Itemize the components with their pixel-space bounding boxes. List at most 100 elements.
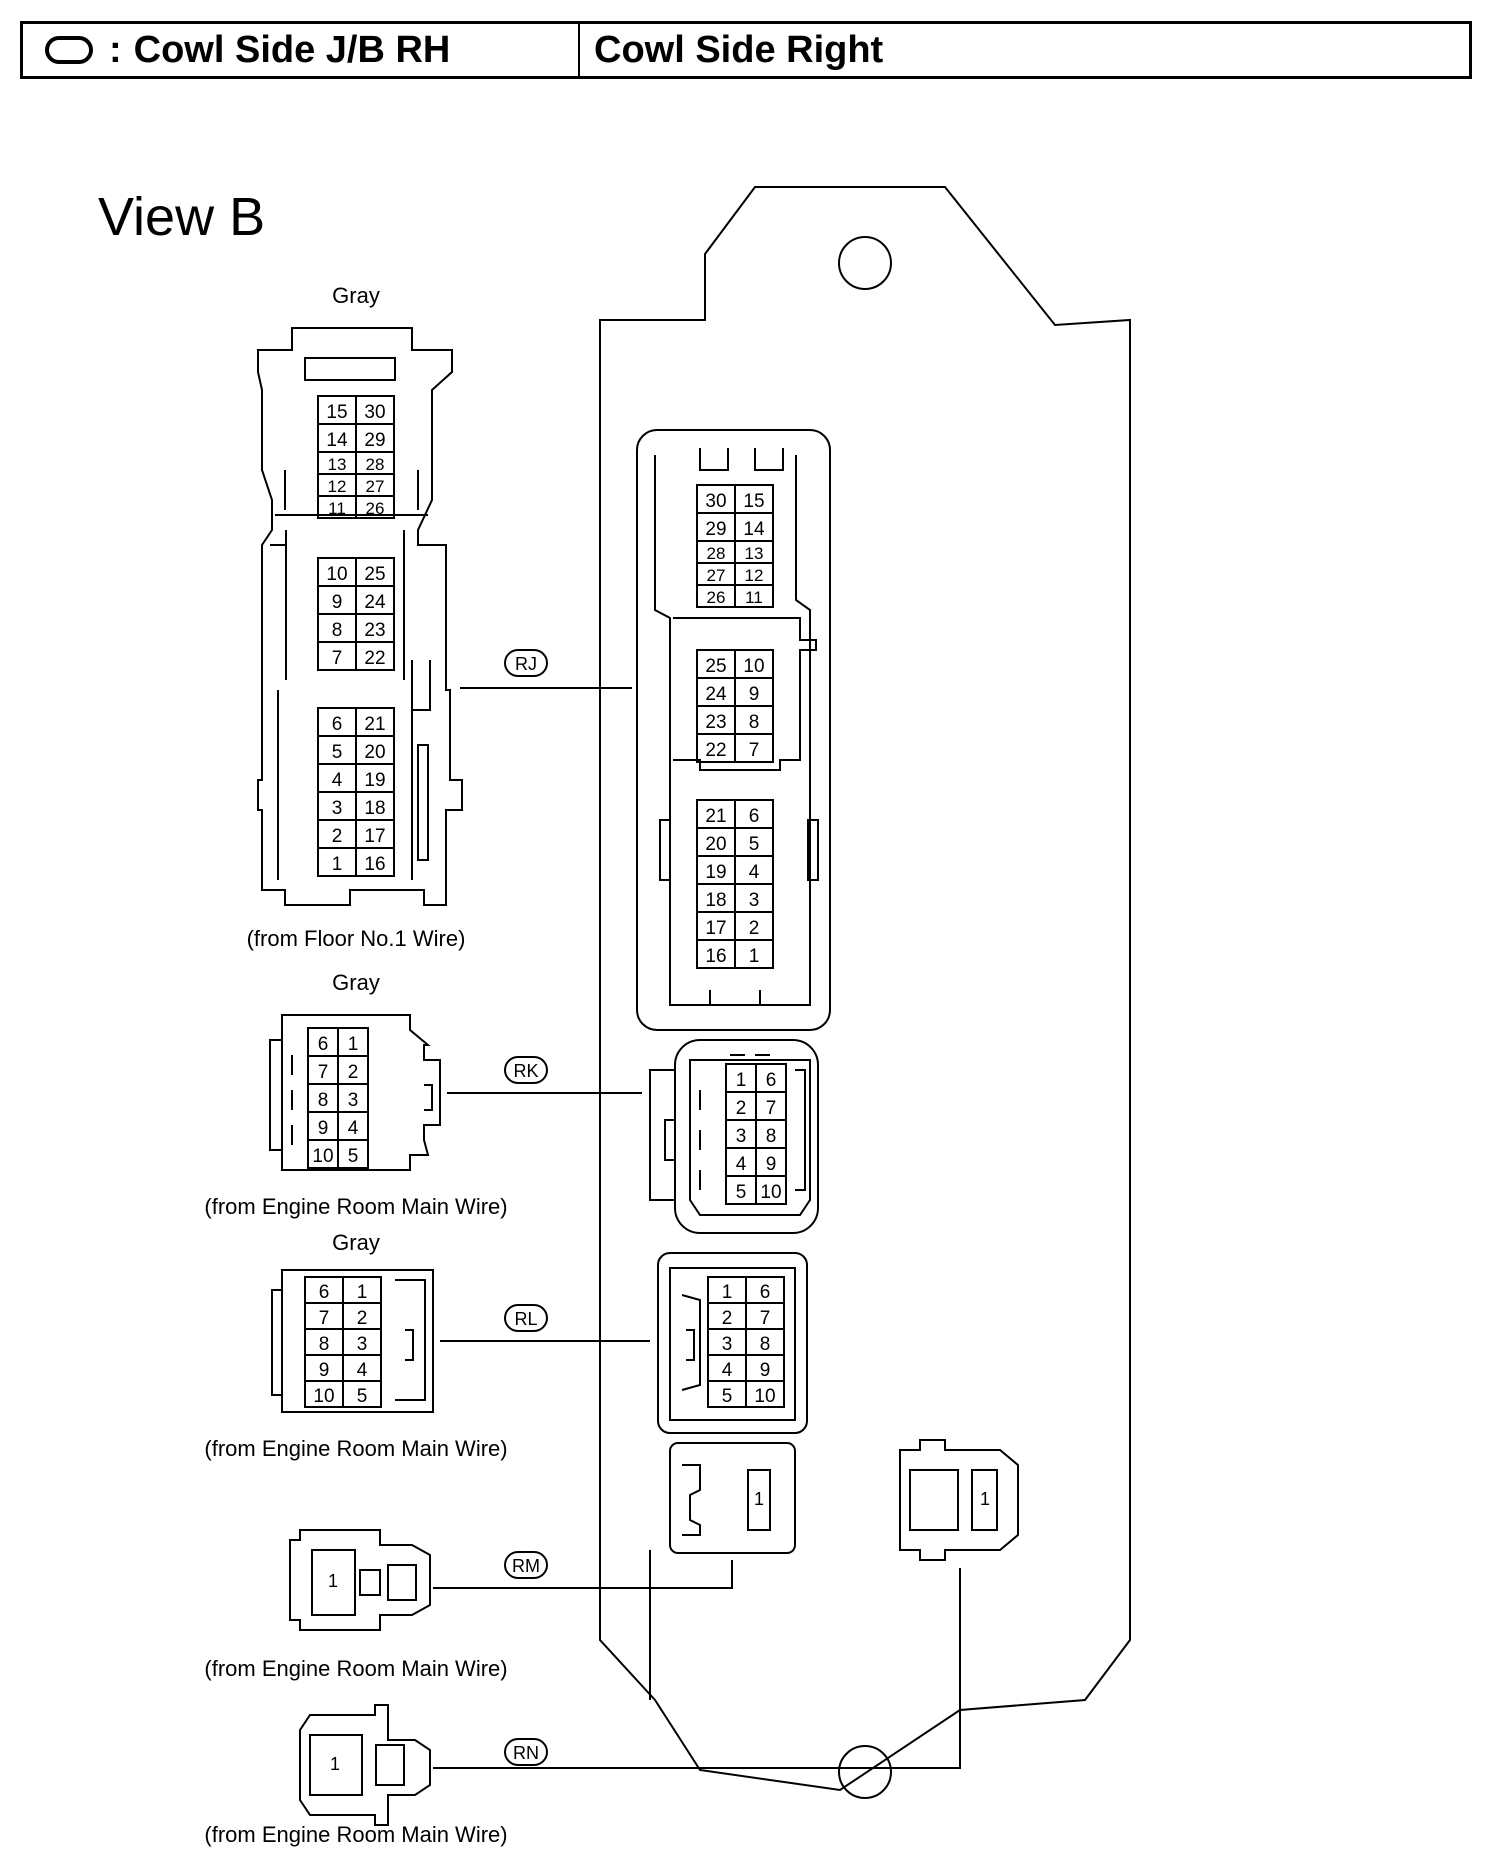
connector-code-badge: RM xyxy=(504,1551,548,1579)
pin-number: 8 xyxy=(766,1126,777,1147)
pin-number: 8 xyxy=(760,1334,771,1355)
pin-number: 3 xyxy=(749,890,760,911)
pin-number: 28 xyxy=(707,544,726,563)
pin-number: 2 xyxy=(348,1062,359,1083)
pin-number: 1 xyxy=(330,1754,340,1774)
pin-cell xyxy=(355,641,395,671)
pin-number: 6 xyxy=(332,714,343,735)
location-cell: Cowl Side Right xyxy=(580,24,1469,76)
pin-number: 5 xyxy=(749,834,760,855)
pin-number: 28 xyxy=(366,455,385,474)
pin-number: 29 xyxy=(364,430,385,451)
pin-number: 4 xyxy=(332,770,343,791)
connector-code: RM xyxy=(512,1556,540,1576)
pin-number: 9 xyxy=(332,592,343,613)
pin-number: 4 xyxy=(736,1154,747,1175)
pin-cell xyxy=(355,847,395,877)
connector-code-badge: RN xyxy=(504,1738,548,1766)
pin-number: 7 xyxy=(760,1308,771,1329)
pin-cell xyxy=(734,584,774,608)
pin-number: 10 xyxy=(326,564,347,585)
pin-number: 16 xyxy=(364,854,385,875)
pin-number: 8 xyxy=(319,1334,330,1355)
pin-number: 14 xyxy=(326,430,348,451)
pin-number: 10 xyxy=(312,1146,333,1167)
rk-right-housing xyxy=(649,1039,819,1234)
part-name-cell: : Cowl Side J/B RH xyxy=(23,24,580,76)
pin-number: 24 xyxy=(364,592,386,613)
connector-source-label: (from Engine Room Main Wire) xyxy=(204,1436,507,1461)
junction-block-outline xyxy=(599,186,1131,1792)
pin-cell xyxy=(337,1139,369,1169)
pin-number: 25 xyxy=(705,656,726,677)
pin-number: 4 xyxy=(722,1360,733,1381)
pin-number: 27 xyxy=(707,566,726,585)
pin-number: 2 xyxy=(749,918,760,939)
pin-number: 9 xyxy=(318,1118,329,1139)
connector-code: RJ xyxy=(515,654,537,674)
pin-number: 30 xyxy=(705,491,726,512)
rj-left-housing xyxy=(257,327,463,906)
pin-number: 17 xyxy=(705,918,726,939)
pin-number: 9 xyxy=(749,684,760,705)
pin-number: 5 xyxy=(722,1386,733,1407)
pin-number: 23 xyxy=(364,620,385,641)
rm-leader xyxy=(433,1560,733,1589)
pin-number: 30 xyxy=(364,402,385,423)
pin-number: 10 xyxy=(760,1182,781,1203)
pin-number: 23 xyxy=(705,712,726,733)
rn-plug xyxy=(299,1704,431,1826)
pin-number: 2 xyxy=(332,826,343,847)
pin-number: 21 xyxy=(364,714,385,735)
connector-code: RL xyxy=(514,1309,537,1329)
pin-number: 18 xyxy=(364,798,385,819)
pin-number: 1 xyxy=(328,1571,338,1591)
pin-number: 22 xyxy=(364,648,385,669)
pin-number: 14 xyxy=(743,519,765,540)
pin-number: 19 xyxy=(705,862,726,883)
pin-number: 5 xyxy=(348,1146,359,1167)
pin-number: 13 xyxy=(328,455,347,474)
pin-cell xyxy=(755,1175,787,1205)
mounting-hole-top xyxy=(838,236,892,290)
pin-number: 1 xyxy=(357,1282,368,1303)
pin-number: 25 xyxy=(364,564,385,585)
pin-number: 24 xyxy=(705,684,727,705)
pin-number: 1 xyxy=(736,1070,747,1091)
connector-source-label: (from Engine Room Main Wire) xyxy=(204,1822,507,1847)
pin-number: 1 xyxy=(722,1282,733,1303)
pin-number: 1 xyxy=(749,946,760,967)
view-title: View B xyxy=(98,187,266,247)
pin-number: 10 xyxy=(754,1386,775,1407)
pin-number: 1 xyxy=(348,1034,359,1055)
rl-right-housing xyxy=(657,1252,808,1434)
pin-number: 26 xyxy=(707,588,726,607)
pin-number: 7 xyxy=(318,1062,329,1083)
pin-number: 29 xyxy=(705,519,726,540)
pin-cell xyxy=(355,495,395,519)
pin-number: 20 xyxy=(364,742,385,763)
pin-cell xyxy=(342,1380,382,1408)
pin-number: 26 xyxy=(366,499,385,518)
rk-left-housing xyxy=(269,1014,441,1171)
pin-number: 22 xyxy=(705,740,726,761)
pin-number: 12 xyxy=(328,477,347,496)
connector-source-label: (from Engine Room Main Wire) xyxy=(204,1194,507,1219)
pin-number: 13 xyxy=(745,544,764,563)
pin-number: 9 xyxy=(319,1360,330,1381)
pin-number: 7 xyxy=(749,740,760,761)
pin-number: 2 xyxy=(722,1308,733,1329)
connector-code: RK xyxy=(513,1061,538,1081)
pin-number: 1 xyxy=(754,1489,764,1509)
connector-code-badge: RL xyxy=(504,1304,548,1332)
pin-number: 5 xyxy=(357,1386,368,1407)
pin-number: 7 xyxy=(766,1098,777,1119)
pin-number: 20 xyxy=(705,834,726,855)
